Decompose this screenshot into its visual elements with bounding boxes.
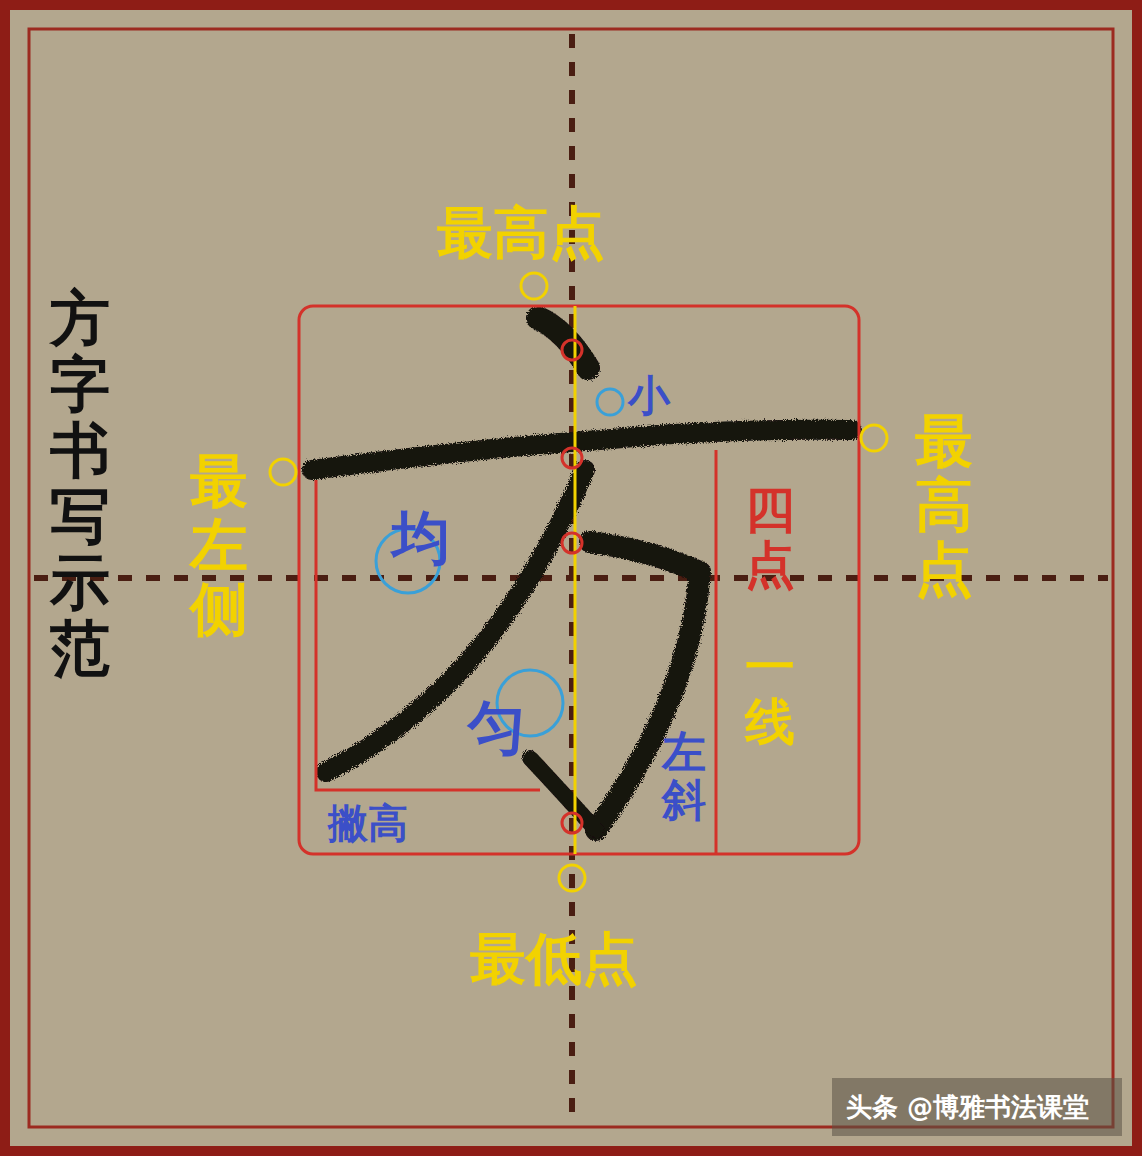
watermark-ground	[832, 1078, 1122, 1136]
annotation-label: 四点	[745, 483, 795, 593]
annotation-label: 均	[392, 500, 450, 578]
annotation-label: 撇高	[328, 796, 408, 851]
four-point-line	[574, 306, 577, 854]
annotation-label: 最高点	[437, 196, 605, 272]
extreme-points	[270, 273, 887, 891]
bounding-box	[299, 306, 859, 854]
vertical-title: 方字书写示范	[50, 285, 110, 681]
annotation-label: 最左侧	[190, 450, 248, 641]
character-strokes	[312, 318, 852, 830]
right-guide-line	[715, 450, 718, 854]
annotation-label: 匀	[468, 690, 526, 768]
annotation-label: 一线	[745, 640, 795, 750]
pie-height-bracket	[316, 480, 540, 790]
alignment-points	[562, 340, 582, 833]
annotation-label: 小	[628, 368, 670, 424]
spacing-circles	[376, 389, 623, 736]
annotation-label: 最高点	[915, 410, 973, 601]
annotation-label: 左斜	[662, 728, 706, 825]
annotation-label: 最低点	[470, 922, 638, 998]
watermark: 头条 @博雅书法课堂	[846, 1090, 1089, 1125]
inner-frame	[29, 29, 1113, 1127]
outer-frame	[5, 5, 1137, 1151]
